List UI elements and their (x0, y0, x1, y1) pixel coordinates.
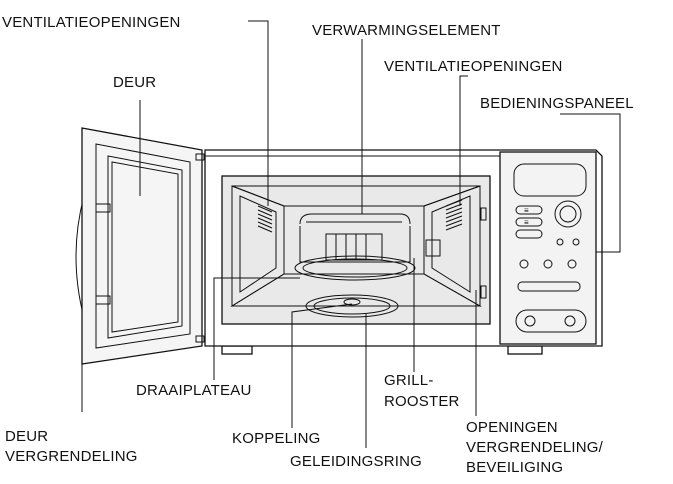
oven-cavity (221, 175, 491, 325)
control-panel-frame (499, 151, 597, 345)
display-window (513, 163, 587, 197)
panel-button-b[interactable] (515, 217, 543, 227)
turntable-plate (294, 255, 416, 281)
door-handle-curve (75, 195, 85, 319)
label-door: DEUR (113, 74, 156, 91)
panel-button-e[interactable] (572, 238, 580, 246)
hinge-bottom (195, 335, 205, 343)
label-control-panel: BEDIENINGSPANEEL (480, 95, 634, 112)
label-door-lock-1: DEUR (5, 428, 48, 445)
control-panel: ≡ ≡ (513, 163, 587, 333)
leader-vent-left (248, 20, 269, 206)
panel-button-f[interactable] (519, 259, 529, 269)
leader-vent-right (459, 75, 468, 206)
panel-button-2-glyph: ≡ (524, 218, 529, 227)
vent-grille-left (257, 205, 273, 233)
roller-ring-inner (313, 297, 391, 315)
hinge-top (195, 153, 205, 161)
label-vent-right: VENTILATIEOPENINGEN (384, 58, 563, 75)
latch-opening-bottom (480, 285, 487, 299)
foot-left (221, 345, 253, 355)
panel-button-h[interactable] (567, 259, 577, 269)
label-openings-3: BEVEILIGING (466, 459, 563, 476)
left-wall-panel (239, 195, 277, 293)
label-grill-1: GRILL- (384, 372, 434, 389)
latch-opening-top (480, 207, 487, 221)
panel-button-d[interactable] (556, 238, 564, 246)
cavity-floor (230, 273, 482, 307)
start-button-left (524, 315, 536, 327)
label-guide-ring: GELEIDINGSRING (290, 453, 422, 470)
door-latch-top (95, 203, 111, 213)
label-openings-2: VERGRENDELING/ (466, 439, 604, 456)
coupling (343, 298, 361, 306)
turntable-rim (302, 258, 408, 278)
leader-lines (81, 20, 621, 448)
door-latch-bottom (95, 295, 111, 305)
panel-button-c[interactable] (515, 229, 543, 239)
panel-button-a[interactable] (515, 205, 543, 215)
waveguide-cover (425, 239, 441, 257)
label-turntable: DRAAIPLATEAU (136, 382, 252, 399)
door-panel (81, 127, 203, 365)
label-coupling: KOPPELING (232, 430, 321, 447)
dial-knob-inner (559, 205, 577, 223)
start-button-right (564, 315, 576, 327)
roller-ring (305, 294, 399, 318)
panel-button-1-glyph: ≡ (524, 206, 529, 215)
label-vent-left: VENTILATIEOPENINGEN (2, 14, 181, 31)
vent-grille-right (445, 199, 463, 231)
leader-control-panel (560, 113, 621, 253)
start-button[interactable] (515, 309, 587, 333)
label-openings-1: OPENINGEN (466, 419, 558, 436)
cavity-ceiling (231, 185, 481, 207)
door (75, 127, 205, 365)
leader-coupling (291, 303, 353, 428)
labels: VENTILATIEOPENINGEN VERWARMINGSELEMENT V… (2, 14, 634, 476)
door-window (107, 155, 183, 339)
leader-turntable (213, 277, 300, 380)
door-inner-frame (95, 143, 191, 349)
label-heating-element: VERWARMINGSELEMENT (312, 22, 501, 39)
label-door-lock-2: VERGRENDELING (5, 448, 138, 465)
panel-button-bar[interactable] (517, 281, 581, 292)
heating-element (299, 213, 411, 225)
door-window-glass (111, 161, 179, 333)
foot-right (507, 345, 543, 355)
label-grill-2: ROOSTER (384, 393, 460, 410)
dial-knob[interactable] (554, 200, 582, 228)
panel-button-g[interactable] (543, 259, 553, 269)
